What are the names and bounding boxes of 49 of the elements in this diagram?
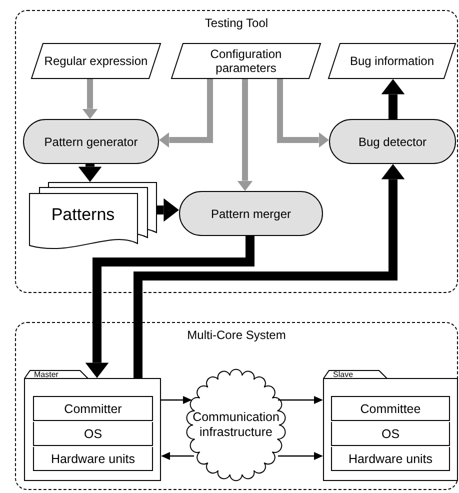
node-label: Pattern generator xyxy=(44,134,138,148)
folder-box xyxy=(24,370,161,481)
node-label: Hardware units xyxy=(348,452,433,466)
layer-box xyxy=(33,447,153,471)
node-label: Configuration parameters xyxy=(209,47,283,75)
data-parallelogram xyxy=(171,43,321,79)
node-label: Committer xyxy=(64,402,122,416)
dashed-group-frame xyxy=(15,322,458,490)
node-label: Pattern merger xyxy=(210,206,292,220)
arrow xyxy=(134,164,405,378)
arrow xyxy=(277,79,329,148)
node-label: Communication infrastructure xyxy=(192,410,280,440)
group-title: Testing Tool xyxy=(204,16,270,30)
node-label: Bug information xyxy=(350,54,434,68)
folder-tab-label: Slave xyxy=(333,370,354,379)
process-pill xyxy=(179,191,323,236)
arrow xyxy=(78,164,102,182)
node-label: Patterns xyxy=(51,205,115,225)
arrow xyxy=(381,79,405,119)
layer-box xyxy=(33,422,153,446)
layer-box xyxy=(331,447,450,471)
dashed-group-frame xyxy=(15,10,458,293)
layer-box xyxy=(33,396,153,421)
group-title: Multi-Core System xyxy=(186,328,287,342)
node-label: OS xyxy=(381,426,400,440)
arrow xyxy=(159,79,213,148)
arrow xyxy=(85,236,254,378)
node-label: Committee xyxy=(360,402,421,416)
folder-box xyxy=(323,370,458,481)
arrow xyxy=(161,396,192,404)
node-label: Bug detector xyxy=(358,134,427,148)
arrow xyxy=(82,79,98,119)
node-label: OS xyxy=(84,426,102,440)
node-label: Regular expression xyxy=(44,54,148,68)
layer-box xyxy=(331,396,450,421)
arrow xyxy=(237,79,253,191)
node-label: Hardware units xyxy=(50,452,136,466)
layer-box xyxy=(331,422,450,446)
arrow xyxy=(278,396,323,404)
arrow xyxy=(278,452,323,460)
arrow xyxy=(156,198,179,222)
data-parallelogram xyxy=(31,43,161,79)
arrow xyxy=(161,452,194,460)
document-stack xyxy=(29,182,156,252)
process-pill xyxy=(23,119,159,164)
cloud-shape xyxy=(189,371,283,479)
folder-tab-label: Master xyxy=(34,370,58,379)
data-parallelogram xyxy=(328,43,456,79)
process-pill xyxy=(329,119,456,164)
